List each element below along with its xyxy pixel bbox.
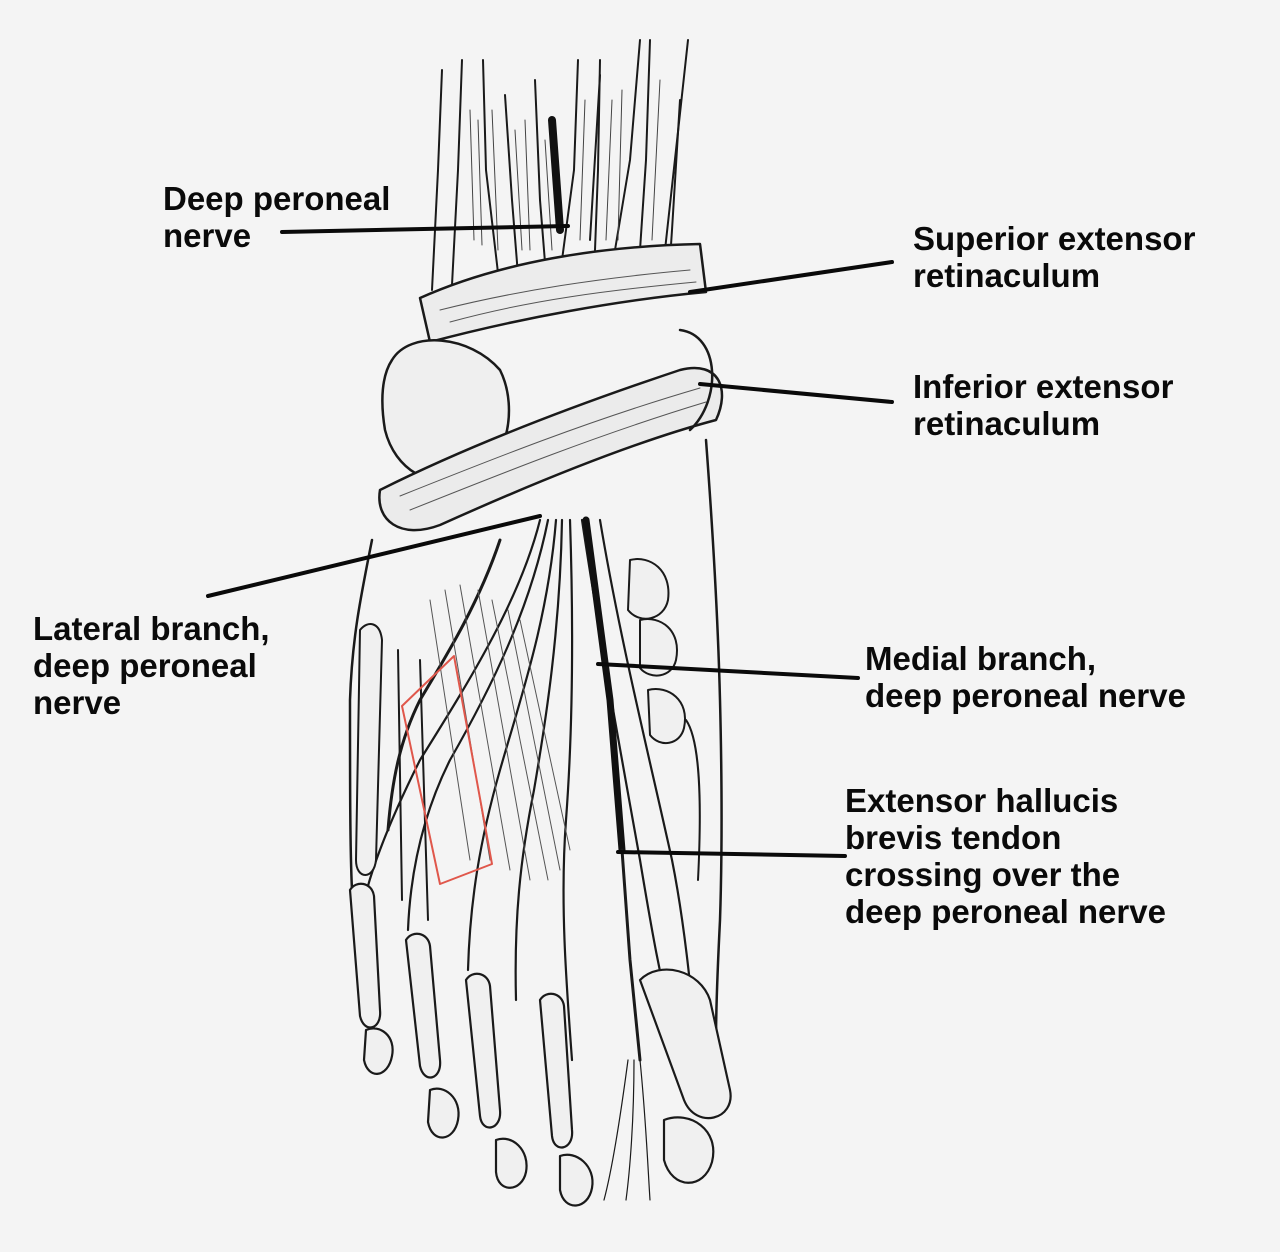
label-line: Extensor hallucis xyxy=(845,782,1119,819)
leader-lines xyxy=(206,224,894,858)
label-line: deep peroneal nerve xyxy=(865,677,1186,714)
label-line: deep peroneal xyxy=(33,647,257,684)
metatarsal-bones xyxy=(355,558,701,921)
foot-outline xyxy=(348,438,723,1042)
label-line: Medial branch, xyxy=(865,640,1097,677)
lateral-branch-nerve xyxy=(386,538,502,832)
label-lateral-branch: Lateral branch, deep peroneal nerve xyxy=(33,610,270,721)
inferior-retinaculum-band xyxy=(378,328,724,532)
ehb-muscle-hatching xyxy=(429,584,571,881)
leg-muscle-hatching xyxy=(469,79,661,251)
leader-inferior-retinaculum xyxy=(698,382,894,404)
label-line: nerve xyxy=(163,217,252,254)
label-line: Deep peroneal xyxy=(163,180,391,217)
foot-tendons xyxy=(360,516,702,1082)
label-superior-extensor-retinaculum: Superior extensor retinaculum xyxy=(913,220,1195,294)
label-ehb-tendon: Extensor hallucis brevis tendon crossing… xyxy=(845,782,1166,930)
superior-retinaculum-band xyxy=(418,242,708,344)
label-line: crossing over the xyxy=(845,856,1121,893)
label-line: Superior extensor xyxy=(913,220,1196,257)
leader-lateral-branch xyxy=(206,514,542,598)
label-line: Inferior extensor xyxy=(913,368,1174,405)
label-line: Lateral branch, xyxy=(33,610,270,647)
label-inferior-extensor-retinaculum: Inferior extensor retinaculum xyxy=(913,368,1173,442)
label-medial-branch: Medial branch, deep peroneal nerve xyxy=(865,640,1186,714)
leg-tendons xyxy=(431,39,689,301)
leader-ehb-tendon xyxy=(616,850,847,858)
label-line: nerve xyxy=(33,684,122,721)
leader-medial-branch xyxy=(596,662,860,680)
label-line: deep peroneal nerve xyxy=(845,893,1166,930)
toe-bones xyxy=(348,882,732,1207)
leader-deep-peroneal xyxy=(280,224,570,234)
label-line: retinaculum xyxy=(913,405,1101,442)
highlight-box xyxy=(401,655,493,885)
leader-superior-retinaculum xyxy=(688,260,894,294)
label-line: retinaculum xyxy=(913,257,1101,294)
label-deep-peroneal-nerve: Deep peroneal nerve xyxy=(163,180,390,254)
label-line: brevis tendon xyxy=(845,819,1062,856)
digital-nerve-fibers xyxy=(603,1059,651,1201)
